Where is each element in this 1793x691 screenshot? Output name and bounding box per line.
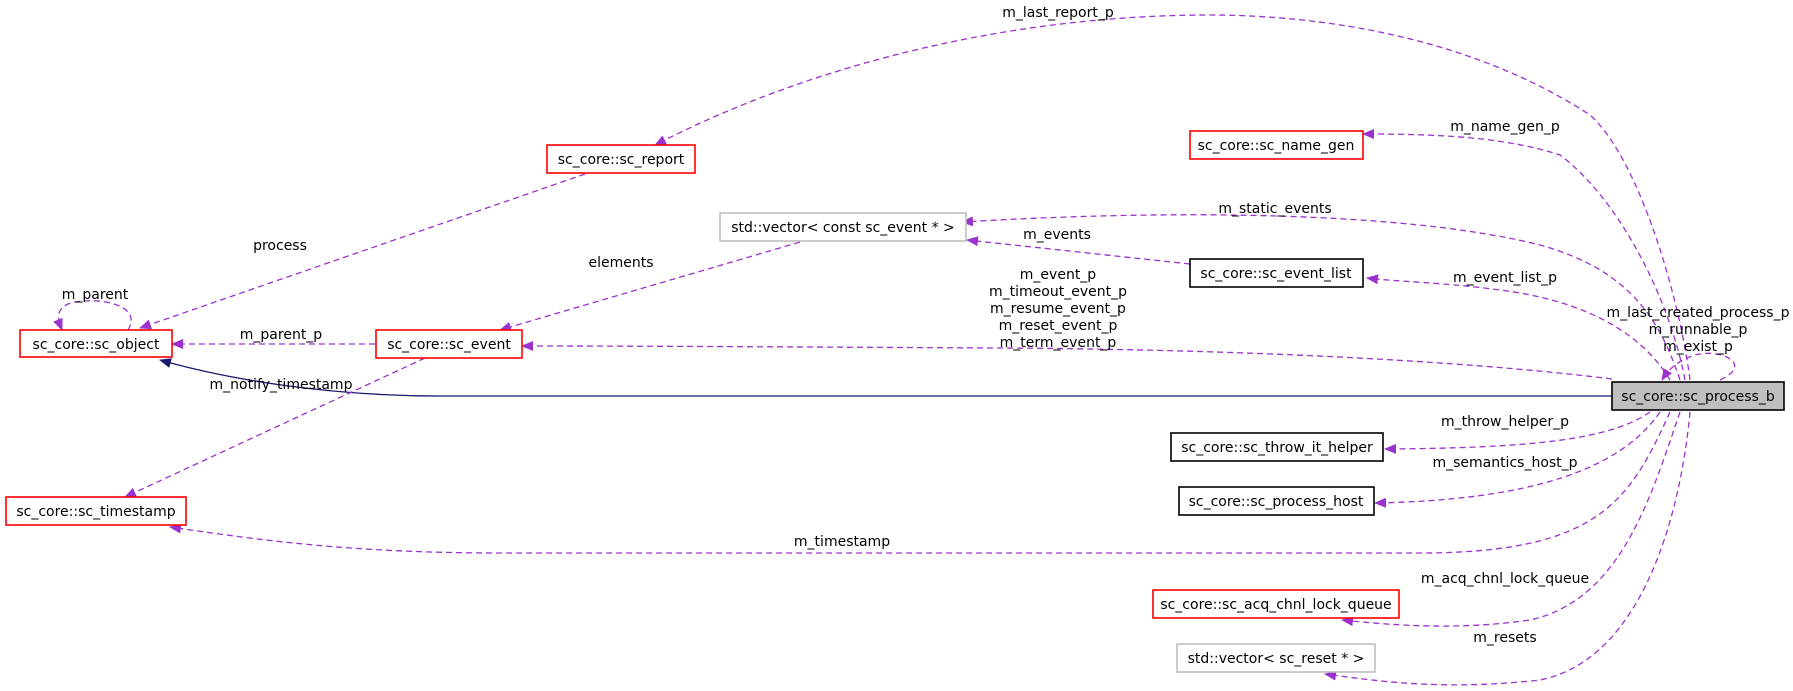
label-m-event-p: m_event_p — [1020, 267, 1097, 283]
node-sc-timestamp[interactable]: sc_core::sc_timestamp — [5, 496, 187, 526]
node-sc-process-b-label: sc_core::sc_process_b — [1621, 389, 1775, 405]
label-m-static-events: m_static_events — [1218, 201, 1331, 217]
label-m-resume-event-p: m_resume_event_p — [990, 301, 1126, 317]
label-m-name-gen-p: m_name_gen_p — [1450, 119, 1560, 135]
edges — [53, 14, 1736, 686]
node-sc-event-box — [375, 329, 523, 359]
label-m-events: m_events — [1023, 227, 1091, 243]
edge-m-event-list-p — [1366, 274, 1671, 381]
edge-m-parent-loop — [53, 300, 132, 331]
label-m-term-event-p: m_term_event_p — [1000, 335, 1117, 351]
node-sc-acq-chnl-lock-queue-box — [1152, 589, 1400, 619]
label-elements: elements — [588, 255, 653, 271]
label-m-runnable-p: m_runnable_p — [1649, 322, 1748, 338]
edge-labels: m_last_report_p process m_parent m_paren… — [62, 5, 1790, 646]
node-sc-report-label: sc_core::sc_report — [558, 152, 685, 168]
node-sc-timestamp-box — [5, 496, 187, 526]
node-sc-process-host[interactable]: sc_core::sc_process_host — [1178, 486, 1375, 516]
node-sc-name-gen-box — [1189, 130, 1364, 160]
edge-m-last-report-p — [654, 14, 1691, 381]
label-self-group: m_last_created_process_p m_runnable_p m_… — [1607, 305, 1790, 355]
node-vector-reset-label: std::vector< sc_reset * > — [1188, 651, 1365, 667]
node-sc-event-list-label: sc_core::sc_event_list — [1200, 266, 1352, 282]
label-m-timestamp: m_timestamp — [794, 534, 890, 550]
label-m-resets: m_resets — [1473, 630, 1536, 646]
edge-m-events — [966, 236, 1191, 265]
node-sc-event-list[interactable]: sc_core::sc_event_list — [1189, 258, 1364, 288]
label-m-acq-chnl-lock-queue: m_acq_chnl_lock_queue — [1421, 571, 1589, 587]
node-sc-acq-chnl-lock-queue-label: sc_core::sc_acq_chnl_lock_queue — [1160, 597, 1391, 613]
edge-m-timestamp — [169, 411, 1671, 554]
node-vector-event-label: std::vector< const sc_event * > — [731, 220, 955, 236]
label-m-timeout-event-p: m_timeout_event_p — [989, 284, 1127, 300]
node-sc-object-label: sc_core::sc_object — [33, 337, 160, 353]
label-m-parent: m_parent — [62, 287, 129, 303]
label-m-event-list-p: m_event_list_p — [1453, 270, 1557, 286]
node-vector-reset-box — [1176, 643, 1376, 673]
label-process: process — [253, 238, 307, 254]
label-m-parent-p: m_parent_p — [240, 327, 323, 343]
node-sc-acq-chnl-lock-queue[interactable]: sc_core::sc_acq_chnl_lock_queue — [1152, 589, 1400, 619]
edge-m-static-events — [961, 214, 1681, 381]
edge-m-notify-timestamp — [124, 357, 426, 498]
label-m-exist-p: m_exist_p — [1663, 339, 1733, 355]
label-m-last-created-process-p: m_last_created_process_p — [1607, 305, 1790, 321]
edge-self-loop — [1661, 352, 1736, 381]
label-event-group: m_event_p m_timeout_event_p m_resume_eve… — [989, 267, 1127, 351]
node-sc-object[interactable]: sc_core::sc_object — [19, 329, 173, 358]
edge-m-semantics-host-p — [1374, 411, 1661, 508]
edge-elements — [499, 241, 801, 332]
edge-m-acq-chnl-lock-queue — [1341, 411, 1681, 627]
label-m-notify-timestamp: m_notify_timestamp — [210, 377, 353, 393]
node-sc-process-host-label: sc_core::sc_process_host — [1189, 494, 1364, 510]
node-sc-process-b[interactable]: sc_core::sc_process_b — [1611, 381, 1785, 411]
node-sc-process-host-box — [1178, 486, 1375, 516]
node-sc-throw-it-helper-label: sc_core::sc_throw_it_helper — [1181, 440, 1373, 456]
edge-process — [139, 173, 586, 330]
node-sc-object-box — [19, 329, 173, 358]
nodes: sc_core::sc_object sc_core::sc_report sc… — [5, 130, 1785, 673]
node-sc-event-list-box — [1189, 258, 1364, 288]
edge-m-event-group — [521, 341, 1613, 380]
node-sc-report[interactable]: sc_core::sc_report — [546, 144, 696, 174]
node-sc-process-b-box — [1611, 381, 1785, 411]
edge-m-resets — [1324, 411, 1691, 686]
node-sc-report-box — [546, 144, 696, 174]
node-vector-event[interactable]: std::vector< const sc_event * > — [719, 212, 967, 242]
node-sc-throw-it-helper[interactable]: sc_core::sc_throw_it_helper — [1170, 432, 1384, 462]
node-sc-throw-it-helper-box — [1170, 432, 1384, 462]
edge-inherit-sc-object — [159, 358, 1612, 397]
node-sc-name-gen-label: sc_core::sc_name_gen — [1198, 138, 1355, 154]
node-vector-reset[interactable]: std::vector< sc_reset * > — [1176, 643, 1376, 673]
node-sc-event-label: sc_core::sc_event — [387, 337, 511, 353]
label-m-reset-event-p: m_reset_event_p — [999, 318, 1118, 334]
label-m-last-report-p: m_last_report_p — [1002, 5, 1114, 21]
node-sc-name-gen[interactable]: sc_core::sc_name_gen — [1189, 130, 1364, 160]
edge-m-name-gen-p — [1362, 129, 1686, 381]
label-m-throw-helper-p: m_throw_helper_p — [1441, 414, 1569, 430]
node-sc-event[interactable]: sc_core::sc_event — [375, 329, 523, 359]
node-vector-event-box — [719, 212, 967, 242]
label-m-semantics-host-p: m_semantics_host_p — [1432, 455, 1577, 471]
node-sc-timestamp-label: sc_core::sc_timestamp — [16, 504, 175, 520]
